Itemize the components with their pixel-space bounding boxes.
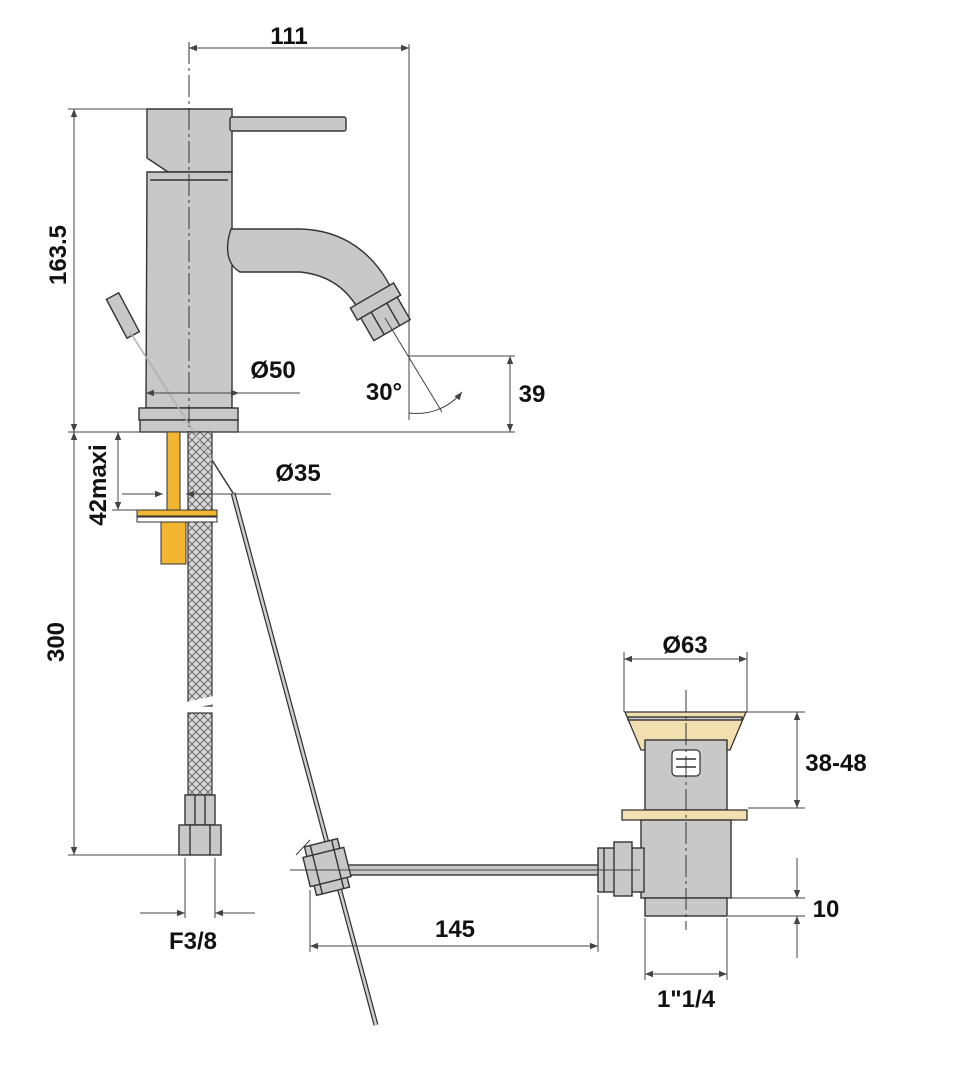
dim-10 <box>728 858 805 958</box>
lever-handle <box>229 116 347 132</box>
dim-label-30: 30° <box>366 379 402 406</box>
dim-42maxi <box>112 432 140 511</box>
dim-label-111: 111 <box>270 23 307 50</box>
hose-nut-f38 <box>178 824 222 856</box>
link-rod <box>302 837 601 897</box>
spout <box>226 228 393 314</box>
dim-label-145: 145 <box>435 916 475 943</box>
dim-dia-63 <box>623 652 748 712</box>
pop-up-waste <box>597 711 748 917</box>
dim-145 <box>309 890 599 952</box>
dim-label-38-48: 38-48 <box>805 750 866 777</box>
dim-111 <box>189 44 410 358</box>
flexible-hose <box>178 431 222 856</box>
dim-label-42maxi: 42maxi <box>85 444 112 525</box>
dim-300 <box>68 432 182 856</box>
dim-label-300: 300 <box>43 622 70 662</box>
dim-38-48 <box>746 711 805 809</box>
dim-label-dia-63: Ø63 <box>662 632 707 659</box>
rod-knob <box>105 291 141 340</box>
hose-upper <box>187 431 213 707</box>
aerator <box>349 282 412 342</box>
pop-up-rod <box>105 291 379 1026</box>
stud-nut <box>160 521 187 565</box>
dim-f38 <box>140 858 255 918</box>
dim-163-5 <box>68 108 147 432</box>
rod-clamp <box>302 837 352 897</box>
waste-flange <box>621 809 748 821</box>
dim-label-163-5: 163.5 <box>45 225 72 285</box>
dim-label-10: 10 <box>813 896 840 923</box>
washer-plate <box>136 509 218 517</box>
dim-label-1-1-4: 1"1/4 <box>657 986 716 1013</box>
dim-label-f38: F3/8 <box>169 928 217 955</box>
dim-label-dia-50: Ø50 <box>250 357 295 384</box>
dim-39 <box>409 355 515 432</box>
fixing-stud <box>136 431 218 565</box>
dim-1-1-4 <box>644 918 728 980</box>
dim-angle-30 <box>384 317 463 420</box>
dim-label-dia-35: Ø35 <box>275 460 320 487</box>
hose-crimp <box>184 794 216 826</box>
hose-lower <box>187 712 213 796</box>
dim-label-39: 39 <box>519 381 546 408</box>
